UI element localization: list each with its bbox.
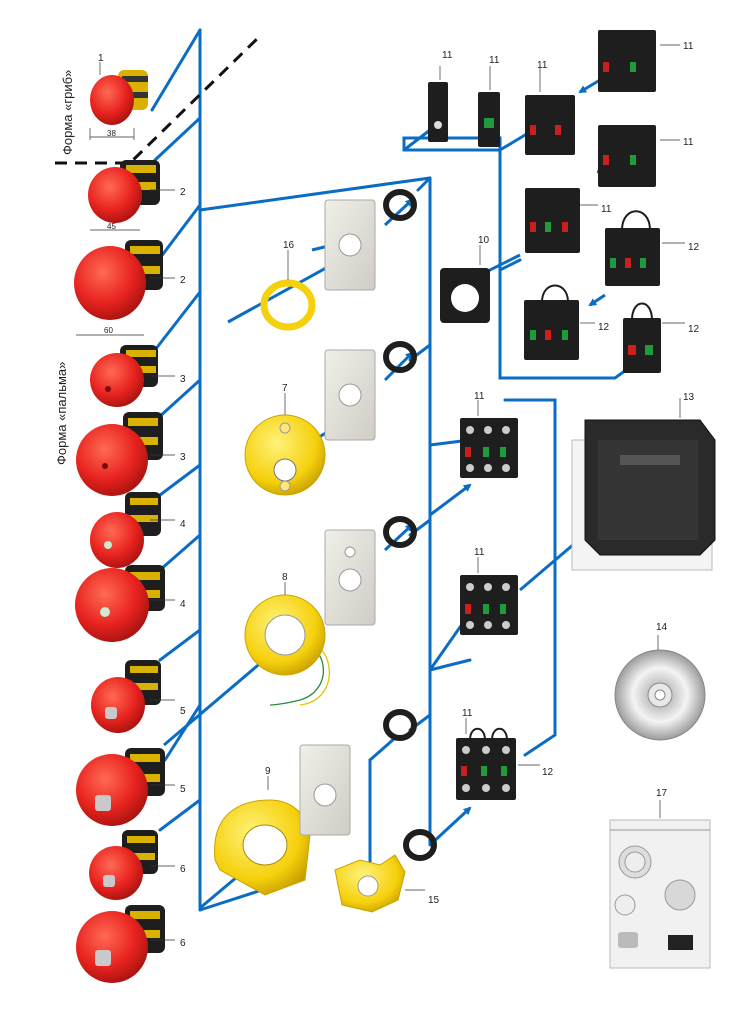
callout-7: 7	[282, 383, 288, 394]
callout-11g: 11	[474, 391, 485, 402]
button-6-small: 6	[89, 830, 186, 900]
button-2-small: 2 45	[88, 160, 186, 231]
mounting-plate-3	[324, 529, 376, 626]
callout-4a: 4	[180, 519, 186, 530]
callout-4b: 4	[180, 599, 186, 610]
contact-block-12a: 12	[605, 210, 700, 286]
callout-11e: 11	[683, 137, 694, 148]
callout-6b: 6	[180, 938, 186, 949]
connector-lines	[150, 28, 642, 912]
part-8-illuminated-ring: 8	[244, 572, 330, 706]
button-2-large: 2 60	[74, 240, 186, 336]
part-13-enclosure: 13	[571, 392, 716, 571]
callout-6a: 6	[180, 864, 186, 875]
callout-11c: 11	[537, 60, 548, 71]
part-17-accessory-bag: 17	[609, 788, 711, 969]
part-9-yellow-guard: 9	[214, 766, 311, 896]
separator-dashed-line	[55, 34, 262, 165]
button-5-small: 5	[91, 660, 186, 733]
mounting-plate-4	[299, 744, 351, 836]
button-4-small: 4	[90, 492, 186, 568]
callout-5a: 5	[180, 706, 186, 717]
part-15-yellow-holder: 15	[334, 854, 440, 913]
callout-3b: 3	[180, 452, 186, 463]
button-6-large: 6	[76, 905, 186, 983]
contact-block-double-3: 11	[598, 125, 694, 187]
palm-form-label: Форма «пальма»	[54, 362, 69, 465]
dimension-45: 45	[107, 222, 116, 231]
callout-12c: 12	[688, 324, 700, 335]
callout-2a: 2	[180, 187, 186, 198]
contact-block-12c: 12	[623, 302, 700, 373]
contact-block-double-1: 11	[525, 60, 575, 155]
callout-11b: 11	[489, 55, 500, 66]
part-10-adapter: 10	[440, 235, 490, 323]
contact-block-triple-2: 11	[460, 391, 518, 478]
button-4-large: 4	[75, 565, 186, 642]
callout-11f: 11	[601, 204, 612, 215]
callout-14: 14	[656, 622, 668, 633]
part-7-yellow-legend-plate: 7	[244, 383, 326, 496]
button-3-large: 3	[76, 412, 186, 496]
contact-block-12b: 12	[524, 284, 610, 360]
callout-11i: 11	[462, 708, 473, 719]
callout-15: 15	[428, 895, 440, 906]
callout-10: 10	[478, 235, 490, 246]
button-3-small: 3	[90, 345, 186, 407]
callout-3a: 3	[180, 374, 186, 385]
callout-2b: 2	[180, 275, 186, 286]
part-14-cd-disc: 14	[614, 622, 706, 741]
contact-block-triple-1: 11	[525, 188, 612, 253]
callout-8: 8	[282, 572, 288, 583]
mounting-plate-2	[324, 349, 376, 441]
gasket-ring-5	[403, 829, 437, 861]
dimension-60: 60	[104, 326, 113, 335]
callout-16: 16	[283, 240, 295, 251]
contact-block-single-1: 11	[428, 50, 453, 142]
gasket-ring-3	[383, 516, 417, 548]
dimension-38: 38	[107, 129, 116, 138]
gasket-ring-2	[383, 341, 417, 373]
callout-13: 13	[683, 392, 695, 403]
callout-11a: 11	[442, 50, 453, 61]
part-16-yellow-ring: 16	[260, 240, 316, 331]
contact-block-double-2: 11	[598, 30, 694, 92]
callout-9: 9	[265, 766, 271, 777]
gasket-ring-1	[383, 189, 417, 221]
callout-11d: 11	[683, 41, 694, 52]
contact-block-triple-3: 11	[460, 547, 518, 635]
callout-5b: 5	[180, 784, 186, 795]
callout-12b: 12	[598, 322, 610, 333]
gasket-ring-4	[383, 709, 417, 741]
callout-17: 17	[656, 788, 668, 799]
contact-block-single-2: 11	[478, 55, 500, 147]
button-1-mushroom: 38 1	[89, 53, 148, 140]
contact-block-triple-12: 11 12	[456, 708, 554, 800]
callout-12a: 12	[688, 242, 700, 253]
callout-1: 1	[98, 53, 104, 64]
button-5-large: 5	[76, 748, 186, 826]
callout-11h: 11	[474, 547, 485, 558]
callout-12d: 12	[542, 767, 554, 778]
mounting-plate-1	[324, 199, 376, 291]
mushroom-form-label: Форма «гриб»	[60, 70, 75, 155]
